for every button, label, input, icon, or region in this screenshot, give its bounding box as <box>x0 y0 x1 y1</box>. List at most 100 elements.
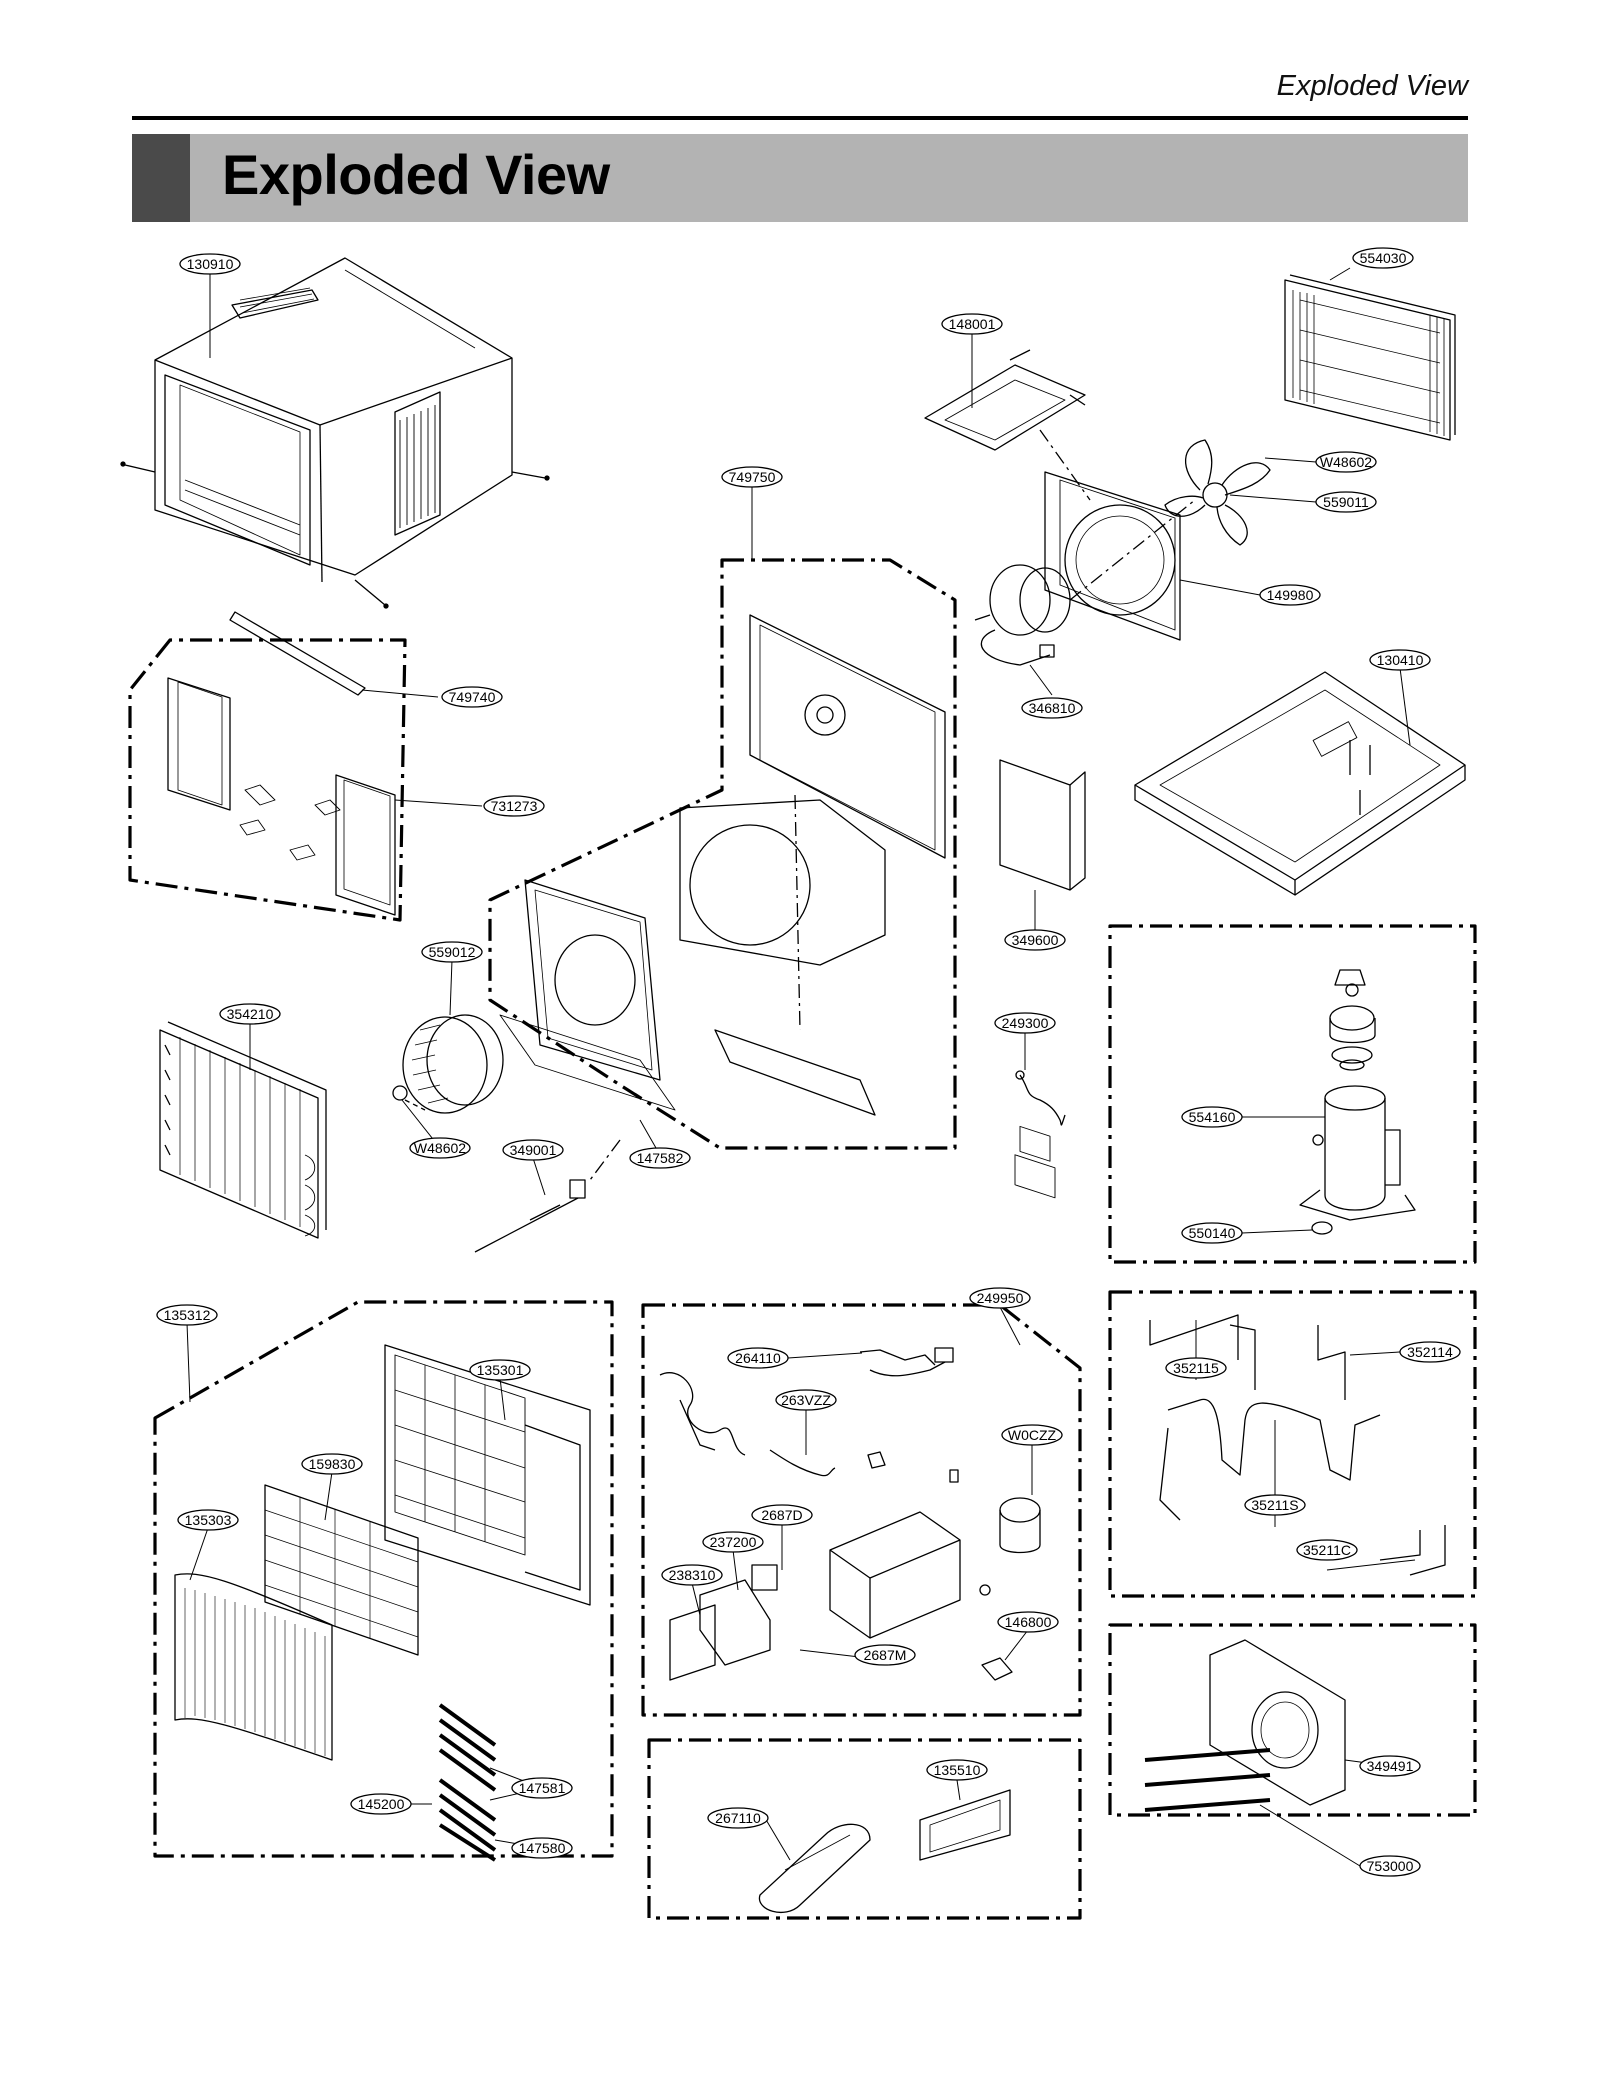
part-callout-352115: 352115 <box>1165 1357 1227 1379</box>
callout-label: 559011 <box>1323 494 1369 510</box>
part-callout-147580: 147580 <box>511 1837 573 1859</box>
part-callout-349001: 349001 <box>502 1139 564 1161</box>
boundary-front-grille <box>153 1300 614 1858</box>
part-callout-135303: 135303 <box>177 1509 239 1531</box>
part-callout-147582: 147582 <box>629 1147 691 1169</box>
callout-label: 267110 <box>715 1810 761 1826</box>
part-callout-354210: 354210 <box>219 1003 281 1025</box>
part-callout-237200: 237200 <box>702 1531 764 1553</box>
part-callout-753000: 753000 <box>1359 1855 1421 1877</box>
callout-bubble <box>661 1564 723 1586</box>
part-callout-w48602b: W48602 <box>409 1137 471 1159</box>
callout-label: 554160 <box>1189 1109 1236 1125</box>
boundary-front-frame <box>128 638 407 922</box>
callout-label: 147582 <box>637 1150 684 1166</box>
boundary-electrical <box>641 1303 1082 1717</box>
control-box-drawing <box>999 759 1086 1199</box>
part-callout-146800: 146800 <box>997 1611 1059 1633</box>
callout-label: 237200 <box>710 1534 757 1550</box>
callout-bubble <box>469 1359 531 1381</box>
callout-label: 147580 <box>519 1840 566 1856</box>
callout-bubble <box>751 1504 813 1526</box>
compressor-drawing <box>1299 969 1416 1235</box>
part-callout-550140: 550140 <box>1181 1222 1243 1244</box>
callout-bubble <box>629 1147 691 1169</box>
part-callout-249300: 249300 <box>994 1012 1056 1034</box>
boundary-evaporator <box>1108 1623 1477 1817</box>
seal-strip-drawing <box>229 611 366 696</box>
part-callout-135312: 135312 <box>156 1304 218 1326</box>
fan-drawing <box>1164 439 1271 546</box>
callout-label: 349600 <box>1012 932 1059 948</box>
filter-drawing <box>264 1484 419 1656</box>
callout-label: 349491 <box>1367 1758 1414 1774</box>
part-callout-2687m: 2687M <box>854 1644 916 1666</box>
running-head-title: Exploded View <box>1276 70 1468 102</box>
thermistor-drawing <box>474 1139 621 1253</box>
part-callout-130910: 130910 <box>179 253 241 275</box>
part-callout-148001: 148001 <box>941 313 1003 335</box>
part-callout-35211s: 35211S <box>1244 1494 1306 1516</box>
callout-bubble <box>969 1287 1031 1309</box>
callout-label: 149980 <box>1267 587 1314 603</box>
side-frame-drawing <box>167 677 396 916</box>
callout-label: 352114 <box>1407 1344 1453 1360</box>
front-grille-drawing <box>174 1573 333 1761</box>
part-callout-346810: 346810 <box>1021 697 1083 719</box>
part-callout-w48602a: W48602 <box>1315 451 1377 473</box>
part-callout-554160: 554160 <box>1181 1106 1243 1128</box>
title-tab-marker <box>132 134 190 222</box>
callout-label: 554030 <box>1360 250 1407 266</box>
callout-label: 249950 <box>977 1290 1024 1306</box>
callout-bubble <box>219 1003 281 1025</box>
louver-drawing <box>438 1703 497 1862</box>
part-callout-2687d: 2687D <box>751 1504 813 1526</box>
callout-bubble <box>1259 584 1321 606</box>
electrical-parts-drawing <box>659 1347 1041 1681</box>
part-callout-145200: 145200 <box>350 1793 412 1815</box>
callout-bubble <box>1004 929 1066 951</box>
callout-bubble <box>502 1139 564 1161</box>
front-frame-drawing <box>384 1344 591 1606</box>
callout-bubble <box>1181 1222 1243 1244</box>
callout-label: 2687M <box>864 1647 907 1663</box>
part-callout-349600: 349600 <box>1004 929 1066 951</box>
callout-label: 749750 <box>729 469 776 485</box>
callout-bubble <box>511 1837 573 1859</box>
boundary-remote <box>647 1738 1082 1920</box>
callout-bubble <box>854 1644 916 1666</box>
part-callout-249950: 249950 <box>969 1287 1031 1309</box>
group-boundaries <box>128 558 1477 1920</box>
callout-label: 135510 <box>934 1762 981 1778</box>
part-callout-749740: 749740 <box>441 686 503 708</box>
callout-label: 35211S <box>1251 1497 1298 1513</box>
callout-bubble <box>483 795 545 817</box>
tubing-drawing <box>1149 1314 1446 1576</box>
boundary-compressor <box>1108 924 1477 1264</box>
part-callout-559011: 559011 <box>1315 491 1377 513</box>
callout-bubble <box>707 1807 769 1829</box>
part-callout-749750: 749750 <box>721 466 783 488</box>
callout-bubble <box>727 1347 789 1369</box>
callout-bubble <box>511 1777 573 1799</box>
callout-bubble <box>421 941 483 963</box>
part-callout-559012: 559012 <box>421 941 483 963</box>
callout-label: 559012 <box>429 944 476 960</box>
callout-bubble <box>177 1509 239 1531</box>
part-callout-147581: 147581 <box>511 1777 573 1799</box>
bracket-drawing <box>924 349 1091 501</box>
part-callout-264110: 264110 <box>727 1347 789 1369</box>
part-callout-35211c: 35211C <box>1296 1539 1358 1561</box>
callout-label: 352115 <box>1173 1360 1219 1376</box>
page-title: Exploded View <box>222 143 610 206</box>
callout-bubble <box>1359 1855 1421 1877</box>
callout-label: W0CZZ <box>1008 1427 1057 1443</box>
callout-bubble <box>301 1453 363 1475</box>
callout-label: 145200 <box>358 1796 405 1812</box>
base-pan-drawing <box>1134 671 1466 896</box>
condenser-coil-drawing <box>1284 274 1456 441</box>
callout-label: 130910 <box>187 256 234 272</box>
callout-label: 249300 <box>1002 1015 1049 1031</box>
